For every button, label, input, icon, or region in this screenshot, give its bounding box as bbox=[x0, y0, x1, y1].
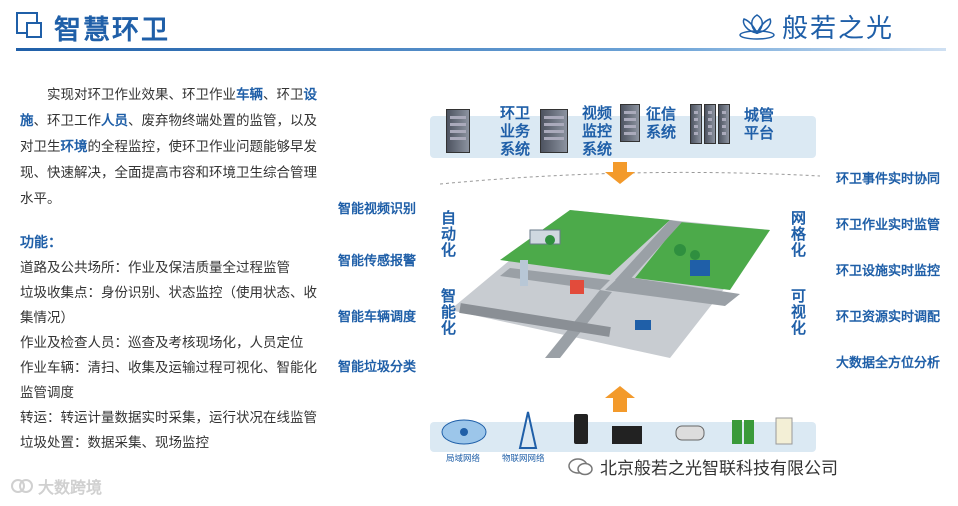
label-grid: 网格化 bbox=[788, 210, 809, 258]
label-intelligent: 智能化 bbox=[438, 288, 459, 336]
device-icons bbox=[436, 406, 816, 452]
wechat-icon bbox=[568, 457, 594, 477]
system-sanitation: 环卫业务系统 bbox=[446, 104, 530, 158]
label-work-supervision: 环卫作业实时监管 bbox=[836, 214, 940, 233]
brand-name: 般若之光 bbox=[782, 8, 894, 45]
company-name: 北京般若之光智联科技有限公司 bbox=[600, 454, 838, 479]
server-icon bbox=[620, 104, 640, 142]
function-item: 垃圾收集点：身份识别、状态监控（使用状态、收集情况） bbox=[20, 281, 325, 331]
label-garbage-sorting: 智能垃圾分类 bbox=[338, 356, 416, 375]
city-map-illustration bbox=[440, 190, 780, 360]
system-video: 视频监控系统 bbox=[540, 104, 612, 158]
server-rack-icon bbox=[540, 109, 568, 153]
label-facility-monitor: 环卫设施实时监控 bbox=[836, 260, 940, 279]
label-resource-dispatch: 环卫资源实时调配 bbox=[836, 306, 940, 325]
label-vehicle-dispatch: 智能车辆调度 bbox=[338, 306, 416, 325]
function-item: 转运：转运计量数据实时采集，运行状况在线监管 bbox=[20, 406, 325, 431]
kw-vehicle: 车辆 bbox=[236, 87, 263, 103]
header-divider bbox=[16, 48, 946, 51]
label-visual: 可视化 bbox=[788, 288, 809, 336]
device-lan: 局域网络 bbox=[446, 452, 480, 464]
company-credit: 北京般若之光智联科技有限公司 bbox=[564, 452, 842, 481]
kw-environment: 环境 bbox=[61, 139, 88, 155]
function-item: 垃圾处置：数据采集、现场监控 bbox=[20, 431, 325, 456]
server-cluster-icon bbox=[690, 104, 730, 144]
label-video-recognition: 智能视频识别 bbox=[338, 198, 416, 217]
brand-logo: 般若之光 bbox=[738, 8, 894, 45]
watermark-icon bbox=[10, 476, 34, 496]
function-item: 作业及检查人员：巡查及考核现场化，人员定位 bbox=[20, 331, 325, 356]
system-city: 城管平台 bbox=[690, 104, 774, 144]
page-title: 智慧环卫 bbox=[54, 8, 170, 47]
functions-title: 功能： bbox=[20, 232, 62, 252]
server-icon bbox=[446, 109, 470, 153]
title-square-icon bbox=[16, 12, 44, 40]
label-automation: 自动化 bbox=[438, 210, 459, 258]
label-event-collab: 环卫事件实时协同 bbox=[836, 168, 940, 187]
functions-list: 道路及公共场所：作业及保洁质量全过程监管 垃圾收集点：身份识别、状态监控（使用状… bbox=[20, 256, 325, 456]
lotus-icon bbox=[738, 13, 776, 41]
kw-personnel: 人员 bbox=[101, 113, 128, 129]
system-credit: 征信系统 bbox=[620, 104, 676, 142]
function-item: 道路及公共场所：作业及保洁质量全过程监管 bbox=[20, 256, 325, 281]
description: 实现对环卫作业效果、环卫作业车辆、环卫设施、环卫工作人员、废弃物终端处置的监管，… bbox=[20, 82, 320, 212]
label-bigdata: 大数据全方位分析 bbox=[836, 352, 940, 371]
watermark: 大数跨境 bbox=[10, 474, 102, 498]
function-item: 作业车辆：清扫、收集及运输过程可视化、智能化监管调度 bbox=[20, 356, 325, 406]
label-sensor-alarm: 智能传感报警 bbox=[338, 250, 416, 269]
device-iot: 物联网网络 bbox=[502, 452, 545, 464]
arrow-down-icon bbox=[605, 162, 635, 184]
header: 智慧环卫 般若之光 bbox=[0, 0, 958, 56]
